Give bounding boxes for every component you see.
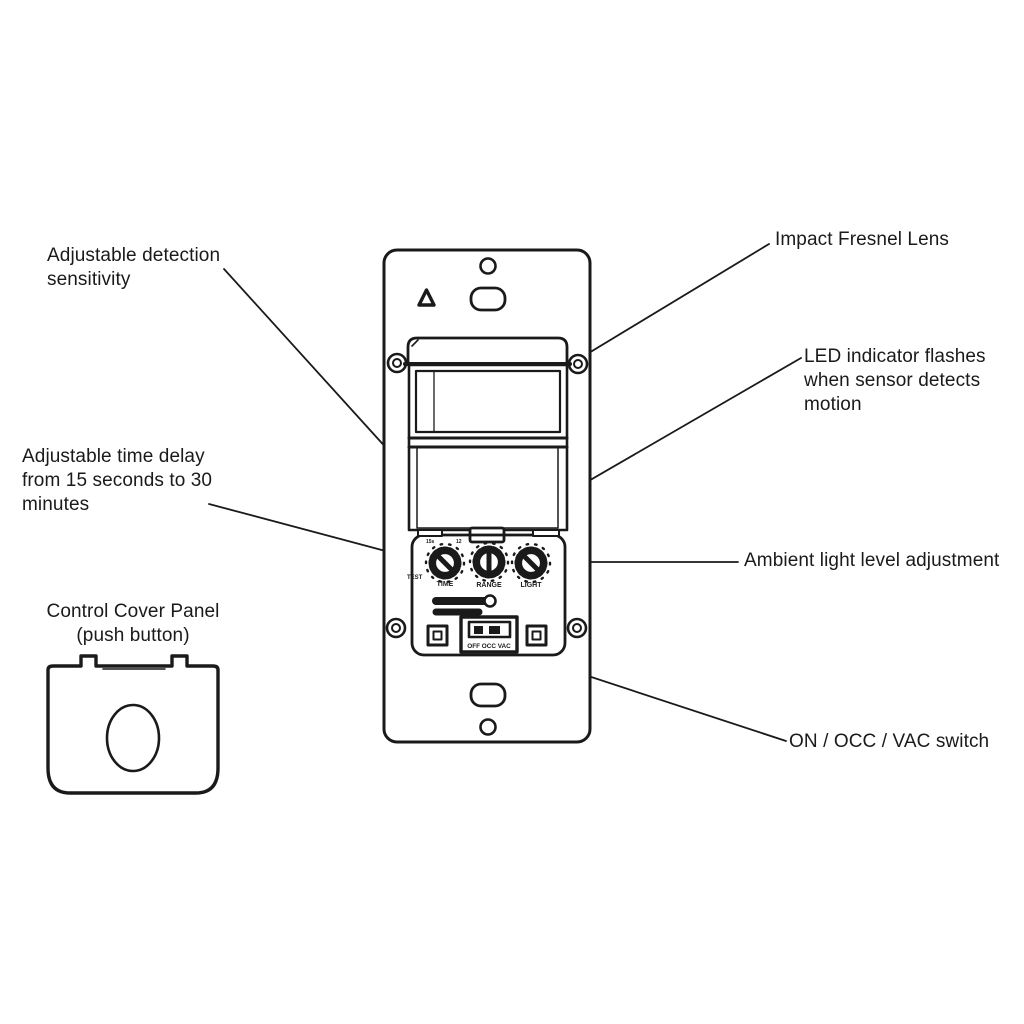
callout-control-cover-sub: (push button) [76, 625, 190, 646]
screw-bottom-left-icon [385, 617, 407, 639]
bottom-nub [469, 682, 507, 708]
top-screw-hole [479, 257, 497, 275]
recess-tab-right [532, 529, 560, 537]
screw-top-left-icon [386, 352, 408, 374]
callout-on-occ-vac: ON / OCC / VAC switch [789, 731, 990, 752]
range-knob-teeth [472, 545, 506, 579]
mode-switch-slider-right [489, 626, 500, 634]
wall-plate [382, 248, 592, 744]
callout-control-cover-title: Control Cover Panel [46, 601, 220, 622]
time-knob-ticks [424, 542, 466, 584]
range-knob-label: RANGE [476, 582, 502, 589]
lens-top-bezel [406, 336, 569, 366]
callout-control-cover: Control Cover Panel (push button) [33, 600, 233, 648]
time-knob [424, 542, 466, 584]
lens-bezel-notch [411, 339, 419, 347]
push-button-bars [432, 594, 497, 616]
screw-bottom-right-icon [566, 617, 588, 639]
control-recess-outline [410, 533, 567, 657]
callout-fresnel-lens: Impact Fresnel Lens [775, 229, 950, 250]
range-knob-ticks [468, 541, 510, 583]
light-knob [510, 542, 552, 584]
mode-switch-label: OFF OCC VAC [467, 643, 511, 650]
mounting-screws [385, 352, 589, 639]
callout-detection-sensitivity: Adjustable detection sensitivity [47, 245, 221, 290]
light-knob-pointer [522, 554, 540, 572]
fresnel-lens-assembly [403, 336, 572, 544]
recess-tab-left [417, 529, 443, 537]
square-button-left [426, 624, 449, 647]
light-knob-ticks [510, 542, 552, 584]
mode-switch-track [467, 620, 512, 639]
control-cover-panel-drawing [46, 654, 220, 795]
light-knob-label: LIGHT [521, 582, 543, 589]
orientation-triangle-icon [417, 288, 436, 307]
light-knob-teeth [514, 546, 548, 580]
cover-panel-outline [46, 654, 220, 795]
time-knob-pointer [436, 554, 454, 572]
time-knob-teeth [428, 546, 462, 580]
square-button-right [525, 624, 548, 647]
top-nub [469, 286, 507, 312]
mode-switch-slider-left [474, 626, 483, 634]
callout-time-delay: Adjustable time delay from 15 seconds to… [22, 446, 213, 515]
mode-switch-housing [459, 615, 519, 654]
callout-led-indicator: LED indicator flashes when sensor detect… [804, 346, 986, 415]
mode-switch: OFF OCC VAC [459, 615, 519, 654]
control-recess: TEST TIME RANGE LIGHT 15s 12 OFF OCC VAC [407, 529, 567, 657]
range-knob [468, 541, 510, 583]
callout-ambient-light: Ambient light level adjustment [744, 550, 1000, 571]
wall-plate-outline [382, 248, 592, 744]
push-bar-ring-icon [483, 594, 497, 608]
knob-labels: TEST TIME RANGE LIGHT 15s 12 [407, 539, 542, 589]
bottom-screw-hole [479, 718, 497, 736]
time-tick-min-label: 15s [426, 539, 435, 545]
test-label: TEST [407, 575, 423, 581]
time-tick-max-label: 12 [456, 539, 462, 545]
time-knob-label: TIME [437, 581, 454, 588]
lens-window [414, 369, 562, 434]
cover-panel-button-opening [105, 703, 161, 773]
